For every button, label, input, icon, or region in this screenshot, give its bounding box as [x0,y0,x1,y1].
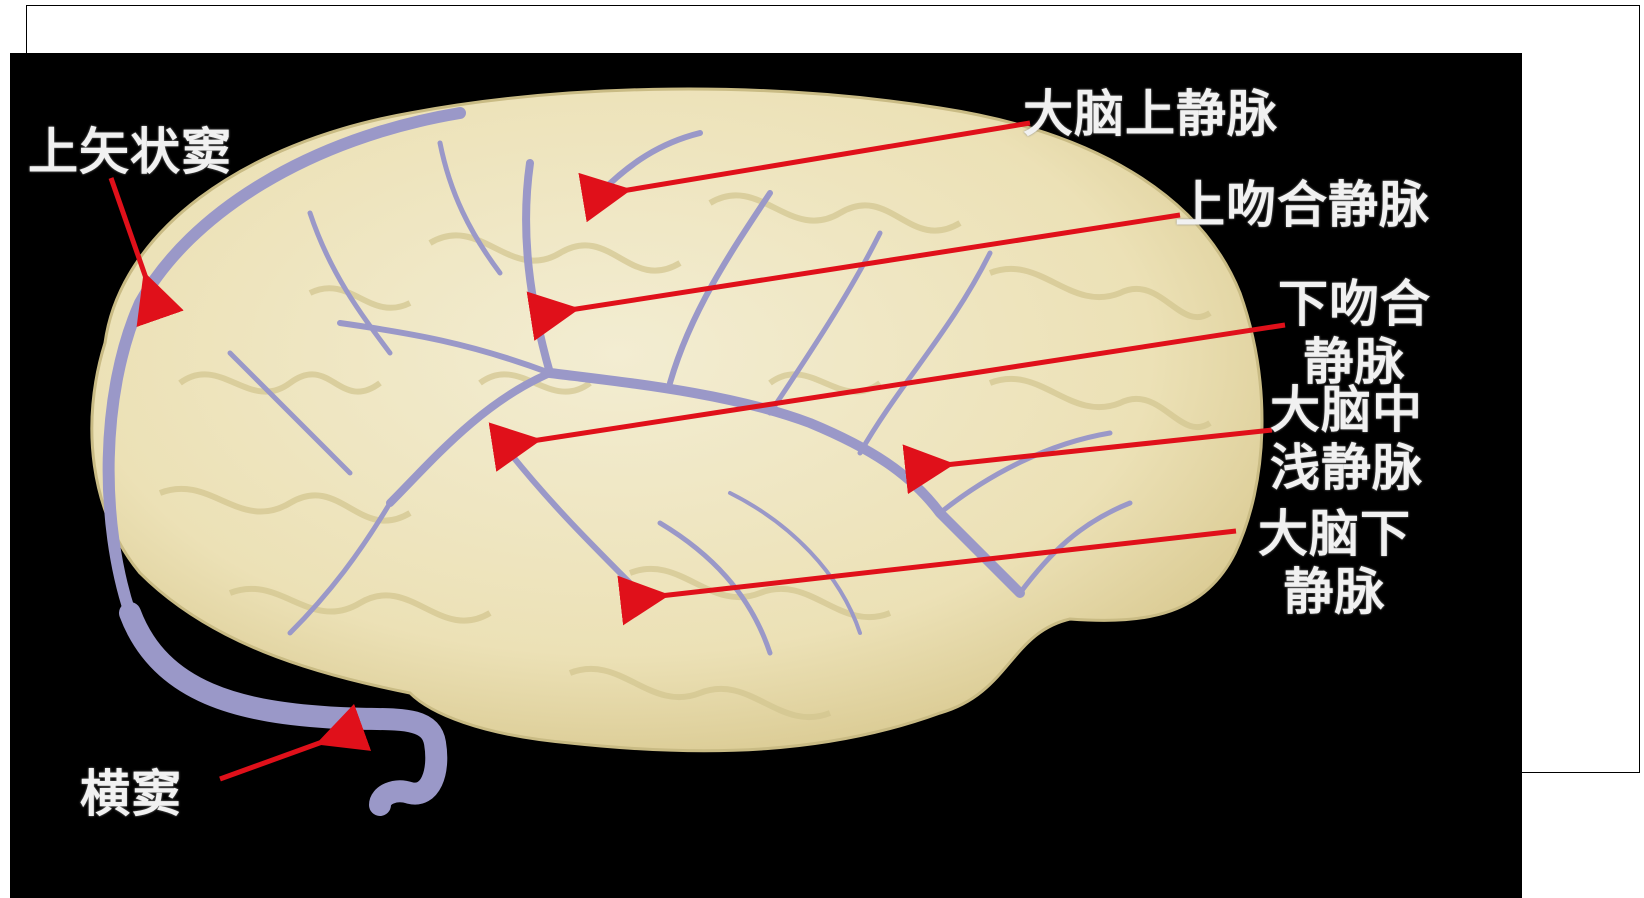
arrow-transverse-sinus [220,741,325,779]
label-superficial-middle-cerebral-vein: 大脑中 浅静脉 [1270,381,1423,497]
diagram-panel: 上矢状窦 大脑上静脉 上吻合静脉 下吻合 静脉 大脑中 浅静脉 大脑下 静脉 横… [10,53,1522,898]
label-inferior-cerebral-veins-line1: 大脑下 [1258,505,1411,563]
label-superficial-middle-cerebral-vein-line1: 大脑中 [1270,381,1423,439]
label-superior-sagittal-sinus: 上矢状窦 [28,123,232,181]
label-superficial-middle-cerebral-vein-line2: 浅静脉 [1270,439,1423,497]
label-superior-anastomotic-vein: 上吻合静脉 [1175,176,1430,234]
arrow-superior-sagittal-sinus [111,178,147,281]
label-superior-cerebral-veins: 大脑上静脉 [1023,85,1278,143]
label-inferior-anastomotic-vein: 下吻合 静脉 [1278,275,1431,391]
label-inferior-cerebral-veins-line2: 静脉 [1258,563,1411,621]
label-inferior-cerebral-veins: 大脑下 静脉 [1258,505,1411,621]
label-transverse-sinus: 横窦 [80,765,182,823]
label-inferior-anastomotic-vein-line1: 下吻合 [1278,275,1431,333]
